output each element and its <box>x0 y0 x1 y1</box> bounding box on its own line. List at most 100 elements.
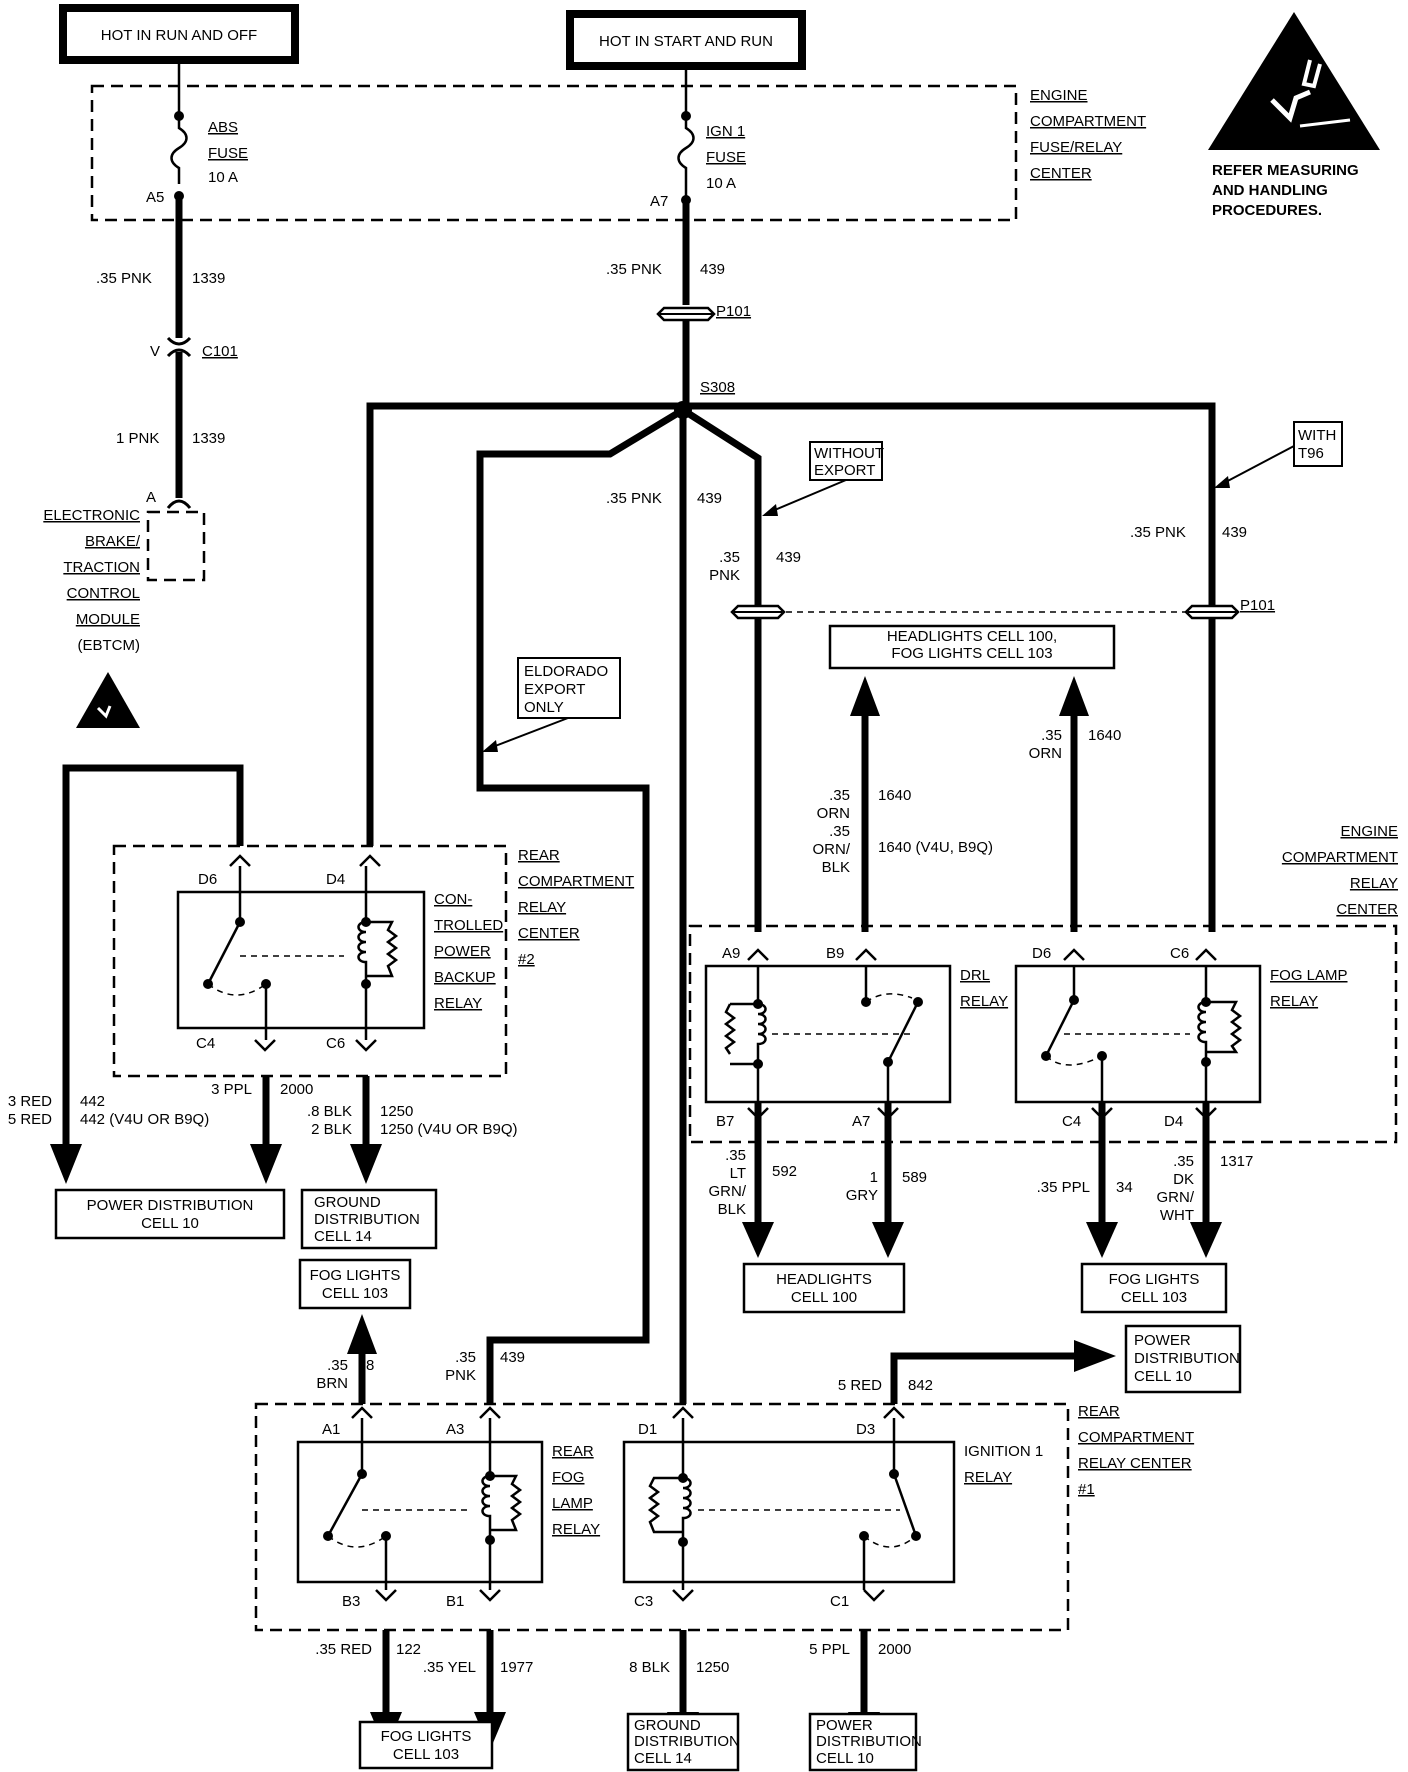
svg-text:B9: B9 <box>826 945 844 962</box>
abs-fuse-label: ABS FUSE 10 A A5 <box>146 119 248 206</box>
svg-text:REAR: REAR <box>1078 1403 1120 1420</box>
svg-text:(EBTCM): (EBTCM) <box>78 637 141 654</box>
engine-relay-output-labels: .35 LT GRN/ BLK 592 1 GRY 589 .35 PPL 34… <box>709 1147 1254 1224</box>
ref-ground-dist-cell14-bottom: GROUND DISTRIBUTION CELL 14 <box>626 1712 740 1772</box>
rear-relay-center-2-label: REAR COMPARTMENT RELAY CENTER #2 <box>518 847 634 968</box>
svg-text:CENTER: CENTER <box>1030 165 1092 182</box>
svg-text:REAR: REAR <box>552 1443 594 1460</box>
svg-text:8 BLK: 8 BLK <box>629 1659 670 1676</box>
svg-text:RELAY: RELAY <box>434 995 482 1012</box>
svg-text:GRY: GRY <box>846 1187 878 1204</box>
svg-text:CENTER: CENTER <box>518 925 580 942</box>
svg-text:442 (V4U OR B9Q): 442 (V4U OR B9Q) <box>80 1111 209 1128</box>
svg-text:.35: .35 <box>1173 1153 1194 1170</box>
svg-text:592: 592 <box>772 1163 797 1180</box>
svg-text:RELAY: RELAY <box>964 1469 1012 1486</box>
svg-text:LAMP: LAMP <box>552 1495 593 1512</box>
svg-text:A7: A7 <box>650 193 668 210</box>
svg-text:1250: 1250 <box>380 1103 413 1120</box>
svg-text:DISTRIBUTION: DISTRIBUTION <box>634 1733 740 1750</box>
svg-text:DK: DK <box>1173 1171 1194 1188</box>
svg-text:FUSE: FUSE <box>208 145 248 162</box>
svg-text:.35: .35 <box>829 787 850 804</box>
svg-text:BRAKE/: BRAKE/ <box>85 533 141 550</box>
engine-relay-center-label: ENGINE COMPARTMENT RELAY CENTER <box>1282 823 1398 918</box>
svg-text:1: 1 <box>870 1169 878 1186</box>
svg-text:.35 PNK: .35 PNK <box>1130 524 1186 541</box>
svg-text:REAR: REAR <box>518 847 560 864</box>
svg-text:FOG LIGHTS CELL 103: FOG LIGHTS CELL 103 <box>891 645 1052 662</box>
svg-text:122: 122 <box>396 1641 421 1658</box>
svg-text:CELL 14: CELL 14 <box>314 1228 372 1245</box>
svg-text:C3: C3 <box>634 1593 653 1610</box>
ebtcm-module <box>146 510 206 582</box>
svg-text:CELL 103: CELL 103 <box>1121 1289 1187 1306</box>
svg-text:IGN 1: IGN 1 <box>706 123 745 140</box>
svg-text:.35 YEL: .35 YEL <box>423 1659 476 1676</box>
svg-text:C6: C6 <box>1170 945 1189 962</box>
svg-text:FOG LIGHTS: FOG LIGHTS <box>381 1728 472 1745</box>
svg-text:BRN: BRN <box>316 1375 348 1392</box>
ref-headlights-cell100: HEADLIGHTS CELL 100 <box>742 1262 906 1314</box>
svg-text:LT: LT <box>730 1165 746 1182</box>
svg-text:.35 RED: .35 RED <box>315 1641 372 1658</box>
callout-with-t96: WITH T96 <box>1214 421 1343 488</box>
rear-relay-center-2-box <box>112 844 508 1078</box>
svg-text:439: 439 <box>776 549 801 566</box>
svg-text:8: 8 <box>366 1357 374 1374</box>
esd-warning-icon <box>1208 12 1380 150</box>
p101-connector-top: P101 <box>656 303 751 322</box>
svg-text:P101: P101 <box>716 303 751 320</box>
callout-eldorado-export: ELDORADO EXPORT ONLY <box>482 657 621 752</box>
svg-text:5 PPL: 5 PPL <box>809 1641 850 1658</box>
svg-text:MODULE: MODULE <box>76 611 140 628</box>
svg-text:ABS: ABS <box>208 119 238 136</box>
svg-text:1640: 1640 <box>1088 727 1121 744</box>
svg-text:442: 442 <box>80 1093 105 1110</box>
svg-text:CELL 10: CELL 10 <box>141 1215 199 1232</box>
svg-text:DISTRIBUTION: DISTRIBUTION <box>314 1211 420 1228</box>
svg-text:3 RED: 3 RED <box>8 1093 52 1110</box>
svg-text:10 A: 10 A <box>706 175 736 192</box>
wire-color: .35 PNK <box>96 270 152 287</box>
c101-connector: V C101 <box>150 336 238 360</box>
svg-text:439: 439 <box>1222 524 1247 541</box>
svg-text:.35: .35 <box>455 1349 476 1366</box>
svg-text:439: 439 <box>500 1349 525 1366</box>
esd-note: REFER MEASURING AND HANDLING PROCEDURES. <box>1212 162 1359 219</box>
svg-text:RELAY: RELAY <box>552 1521 600 1538</box>
svg-text:1640 (V4U, B9Q): 1640 (V4U, B9Q) <box>878 839 993 856</box>
ref-fog-lights-cell103-right: FOG LIGHTS CELL 103 <box>1080 1262 1228 1314</box>
ref-headlights-fog: HEADLIGHTS CELL 100, FOG LIGHTS CELL 103 <box>828 624 1116 670</box>
svg-text:ONLY: ONLY <box>524 699 564 716</box>
svg-text:5 RED: 5 RED <box>8 1111 52 1128</box>
svg-text:#2: #2 <box>518 951 535 968</box>
svg-text:ORN: ORN <box>817 805 850 822</box>
svg-text:.35: .35 <box>719 549 740 566</box>
svg-text:34: 34 <box>1116 1179 1133 1196</box>
svg-text:B3: B3 <box>342 1593 360 1610</box>
circuit-number: 1339 <box>192 430 225 447</box>
svg-text:FOG LIGHTS: FOG LIGHTS <box>1109 1271 1200 1288</box>
svg-text:B7: B7 <box>716 1113 734 1130</box>
svg-text:CELL 14: CELL 14 <box>634 1750 692 1767</box>
ref-fog-lights-cell103-mid: FOG LIGHTS CELL 103 <box>298 1258 412 1310</box>
svg-text:CELL 100: CELL 100 <box>791 1289 857 1306</box>
source-hot-start-run: HOT IN START AND RUN <box>566 10 806 70</box>
svg-text:A9: A9 <box>722 945 740 962</box>
svg-text:WITH: WITH <box>1298 427 1336 444</box>
svg-text:COMPARTMENT: COMPARTMENT <box>1078 1429 1194 1446</box>
ebtcm-label: ELECTRONIC BRAKE/ TRACTION CONTROL MODUL… <box>43 507 141 654</box>
svg-text:CON-: CON- <box>434 891 472 908</box>
svg-text:A: A <box>146 489 156 506</box>
svg-text:P101: P101 <box>1240 597 1275 614</box>
svg-text:GRN/: GRN/ <box>1157 1189 1195 1206</box>
svg-text:HEADLIGHTS CELL 100,: HEADLIGHTS CELL 100, <box>887 628 1057 645</box>
ref-power-dist-cell10-bottom: POWER DISTRIBUTION CELL 10 <box>808 1712 922 1772</box>
svg-text:CENTER: CENTER <box>1336 901 1398 918</box>
svg-text:DRL: DRL <box>960 967 990 984</box>
svg-text:REFER MEASURING: REFER MEASURING <box>1212 162 1359 179</box>
svg-text:C4: C4 <box>1062 1113 1081 1130</box>
svg-text:FUSE/RELAY: FUSE/RELAY <box>1030 139 1122 156</box>
rear-relay-1-output-labels: .35 RED 122 .35 YEL 1977 8 BLK 1250 5 PP… <box>315 1641 911 1676</box>
